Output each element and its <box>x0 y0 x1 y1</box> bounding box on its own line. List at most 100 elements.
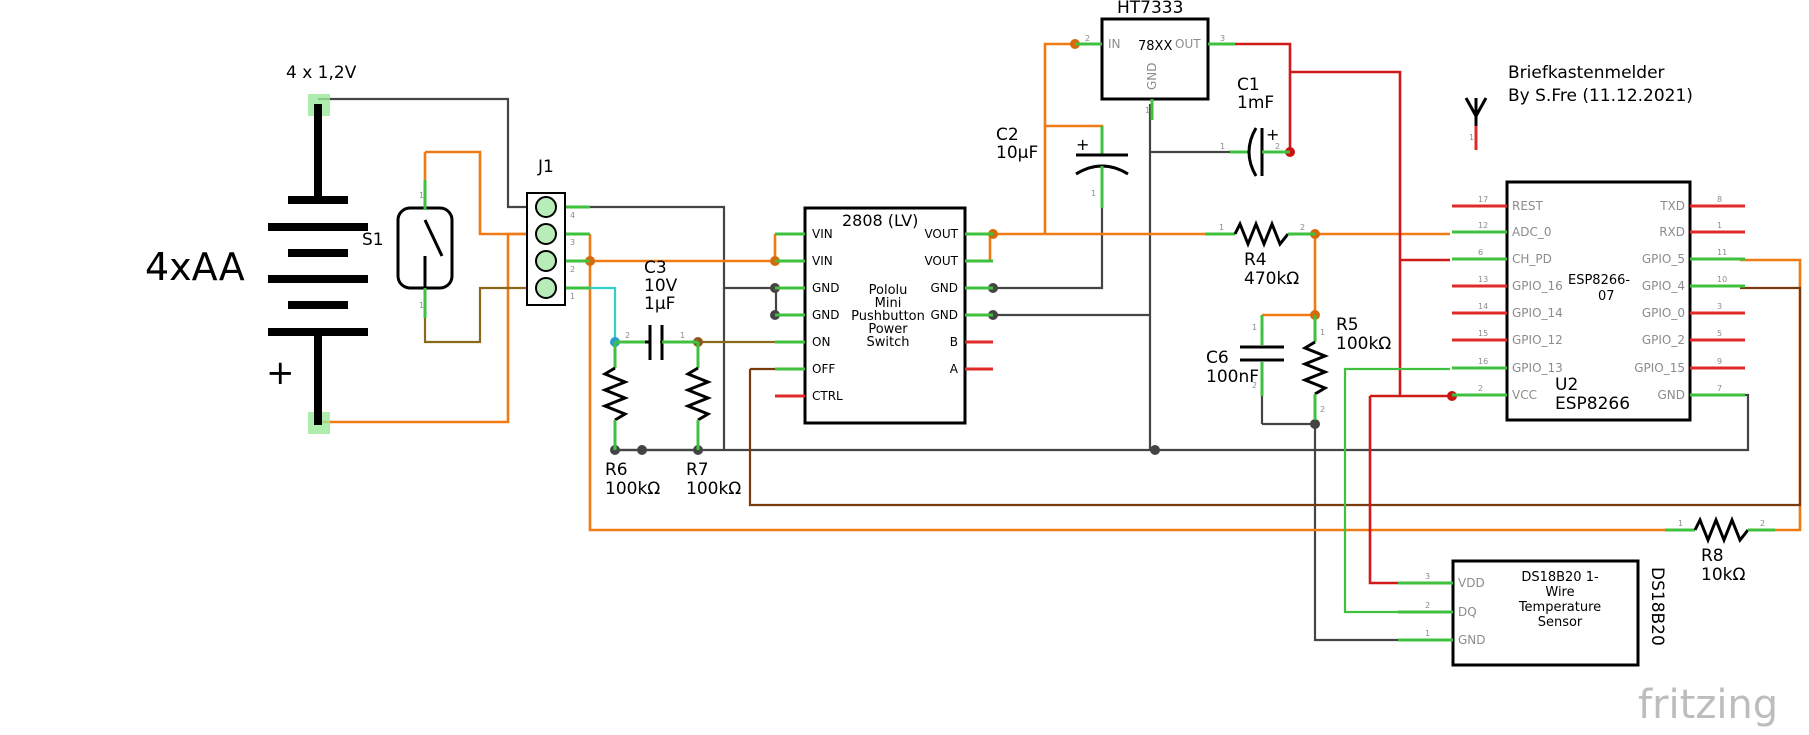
battery-ref: 4xAA <box>145 245 245 289</box>
c2-plus: + <box>1076 135 1089 154</box>
esp-left-pin-label: GPIO_12 <box>1512 333 1563 347</box>
esp-right-pin-label: TXD <box>1659 199 1685 213</box>
j1-pin-1: 1 <box>570 292 575 301</box>
pololu-right-pin-label: B <box>950 335 958 349</box>
c6-value: 100nF <box>1206 367 1259 387</box>
c6-ref: C6 <box>1206 348 1229 368</box>
esp-right-pin-number: 9 <box>1717 357 1722 366</box>
r8-pin-a: 1 <box>1678 519 1683 528</box>
battery-plus-sign: + <box>266 353 295 393</box>
esp-left-pin-number: 13 <box>1478 275 1488 284</box>
switch-s1: S1 1 1 <box>362 180 454 318</box>
c6-pin-b: 2 <box>1252 381 1257 390</box>
r4-pin-a: 1 <box>1219 223 1224 232</box>
esp-right-pin-label: GND <box>1657 388 1685 402</box>
resistor-r8: R8 10kΩ 1 2 <box>1665 515 1775 585</box>
r5-pin-b: 2 <box>1320 405 1325 414</box>
esp-right-pin-number: 7 <box>1717 384 1722 393</box>
regulator-ref: HT7333 <box>1117 0 1183 18</box>
r5-pin-a: 1 <box>1320 328 1325 337</box>
esp-right-pin-number: 3 <box>1717 302 1722 311</box>
pololu-body-4: Power <box>868 322 908 337</box>
pololu-left-pin-label: GND <box>812 281 840 295</box>
esp-right-pin-label: GPIO_15 <box>1634 361 1685 375</box>
capacitor-c6: C6 100nF 1 2 <box>1206 315 1284 396</box>
regulator-pin-gnd: 1 <box>1145 106 1150 115</box>
battery-voltage-label: 4 x 1,2V <box>286 63 357 83</box>
r8-value: 10kΩ <box>1701 565 1745 585</box>
battery-symbol: 4xAA 4 x 1,2V + <box>145 63 368 434</box>
sensor-pin-label: GND <box>1458 633 1486 647</box>
r6-value: 100kΩ <box>605 479 660 499</box>
r4-value: 470kΩ <box>1244 269 1299 289</box>
esp-left-pin-number: 2 <box>1478 384 1483 393</box>
pololu-body-1: Pololu <box>869 283 908 298</box>
antenna-pin: 1 <box>1469 133 1474 142</box>
pololu-body-5: Switch <box>867 335 910 350</box>
esp-right-pin-number: 8 <box>1717 195 1722 204</box>
regulator-body: 78XX <box>1138 39 1172 54</box>
regulator-out: OUT <box>1175 37 1201 51</box>
c3-pin-b: 1 <box>680 331 685 340</box>
capacitor-c3: C3 10V 1µF 2 1 <box>615 258 698 360</box>
sensor-body-2: Wire <box>1545 585 1574 600</box>
esp-left-pin-label: GPIO_14 <box>1512 306 1563 320</box>
pololu-left-pin-label: OFF <box>812 362 835 376</box>
regulator-gnd: GND <box>1145 62 1159 90</box>
sensor-pin-number: 1 <box>1425 629 1430 638</box>
project-subtitle: By S.Fre (11.12.2021) <box>1508 86 1693 106</box>
c3-ref: C3 <box>644 258 667 278</box>
pololu-title: 2808 (LV) <box>842 211 918 230</box>
j1-pin-3: 3 <box>570 238 575 247</box>
esp-left-pin-label: VCC <box>1512 388 1537 402</box>
r6-ref: R6 <box>605 460 628 480</box>
c3-rating: 10V <box>644 276 678 296</box>
c1-pin-b: 2 <box>1275 142 1280 151</box>
regulator-pin-out: 3 <box>1220 34 1225 43</box>
esp-right-pin-label: GPIO_2 <box>1642 333 1685 347</box>
c2-ref: C2 <box>996 125 1019 145</box>
junction-dots <box>585 39 1457 455</box>
connector-j1: J1 4 3 2 1 <box>526 157 590 306</box>
connector-ref: J1 <box>537 157 554 177</box>
resistor-r7: R7 100kΩ <box>683 342 741 499</box>
r5-value: 100kΩ <box>1336 334 1391 354</box>
pololu-body-2: Mini <box>875 296 902 311</box>
resistor-r4: R4 470kΩ 1 2 <box>1205 219 1315 289</box>
esp-right-pin-number: 1 <box>1717 221 1722 230</box>
esp-body-line1: ESP8266- <box>1568 273 1630 288</box>
esp-left-pin-number: 14 <box>1478 302 1488 311</box>
esp-left-pin-label: REST <box>1512 199 1544 213</box>
pololu-left-pin-label: ON <box>812 335 830 349</box>
c1-pin-a: 1 <box>1220 142 1225 151</box>
pololu-right-pin-label: A <box>950 362 959 376</box>
switch-pin-2: 1 <box>419 301 424 310</box>
j1-pin-4: 4 <box>570 211 575 220</box>
esp-body-line2: 07 <box>1598 289 1615 304</box>
c2-pin: 1 <box>1091 189 1096 198</box>
esp-left-pin-label: ADC_0 <box>1512 225 1551 239</box>
r8-pin-b: 2 <box>1760 519 1765 528</box>
esp-right-pin-number: 11 <box>1717 248 1727 257</box>
c2-value: 10µF <box>996 143 1038 163</box>
sensor-ref: DS18B20 <box>1647 567 1667 646</box>
j1-pin-2: 2 <box>570 265 575 274</box>
esp-left-pin-number: 15 <box>1478 329 1488 338</box>
capacitor-c2: C2 10µF + 1 <box>996 125 1129 208</box>
r4-ref: R4 <box>1244 250 1267 270</box>
project-title: Briefkastenmelder <box>1508 63 1665 83</box>
c3-pin-a: 2 <box>625 331 630 340</box>
esp-left-pin-number: 16 <box>1478 357 1488 366</box>
esp-right-pin-label: GPIO_0 <box>1642 306 1685 320</box>
c6-pin-a: 1 <box>1252 323 1257 332</box>
sensor-body-4: Sensor <box>1538 615 1583 630</box>
esp-left-pin-number: 17 <box>1478 195 1488 204</box>
r8-ref: R8 <box>1701 546 1724 566</box>
esp8266-module: REST17ADC_012CH_PD6GPIO_1613GPIO_1414GPI… <box>1452 180 1745 422</box>
pololu-left-pin-label: VIN <box>812 227 833 241</box>
regulator-pin-in: 2 <box>1085 34 1090 43</box>
sensor-pin-label: VDD <box>1458 576 1485 590</box>
